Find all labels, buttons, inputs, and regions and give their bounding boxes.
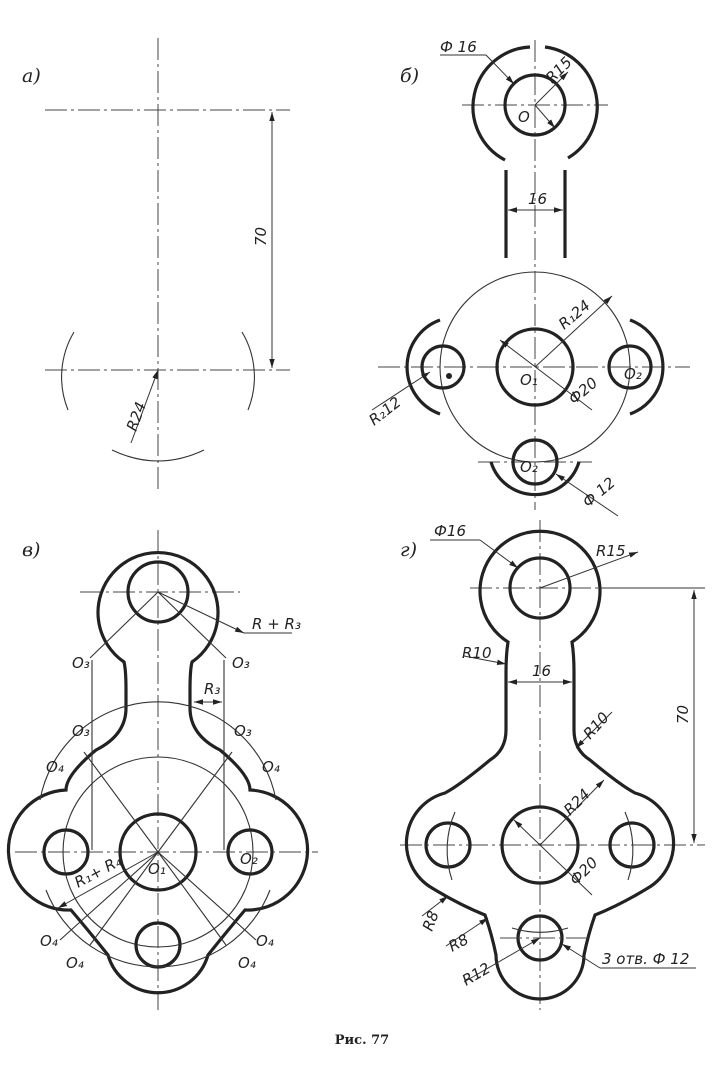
panel-a-dim-70: 70 [252,227,270,246]
panel-c-main-circle [62,756,254,948]
panel-b-r124: R₁24 [555,296,594,333]
panel-c-label-r3: R₃ [204,680,220,698]
panel-d-r12-arrow [463,937,541,983]
panel-c-main-hole [118,812,198,892]
panel-b-center-o2-bottom: O₂ [520,458,538,476]
panel-b-dia16-arrow [485,54,515,85]
panel-d: г) Ф16 R15 R10 16 R10 70 R24 Ф20 R8 [400,520,705,1010]
panel-c-center-o1: O₁ [148,860,166,878]
panel-d-top-hole [508,556,572,620]
panel-b-center-o2-right: O₂ [624,365,642,383]
panel-c-construction-rays [39,591,277,968]
panel-d-r15-arrow [539,551,639,589]
panel-a-arc-right [241,331,255,411]
panel-d-left-hole [424,821,472,869]
panel-c-label-rr3: R + R₃ [252,615,301,633]
panel-d-pcd-arc-bottom [511,927,569,933]
panel-c-r1r4-arrow [57,851,159,909]
panel-d-main-hole [500,805,580,885]
panel-d-slot-width: 16 [532,662,551,680]
panel-c-right-hole [226,828,274,876]
panel-d-dia20: Ф20 [566,853,601,888]
panel-b-center-o1: O₁ [520,371,538,389]
panel-c-o3-b: O₃ [232,654,250,672]
panel-d-r10-left-arrow [463,655,507,665]
panel-b-r212: R₂12 [365,393,404,429]
panel-c-o4-d: O₄ [256,932,274,950]
panel-d-dim-70: 70 [674,705,692,724]
panel-d-holes-leader [561,943,601,969]
panel-b-bottom-hole [511,438,559,486]
panel-a-radius-label: R24 [123,399,150,433]
panel-d-r8-b: R8 [445,930,471,955]
panel-c-o4-b: O₄ [262,758,280,776]
panel-c: в) R + R₃ R₃ O₃ [6,530,318,1010]
panel-c-center-o2: O₂ [240,850,258,868]
panel-b-r15-arrow [534,71,569,106]
panel-b-main-circle-r24 [439,271,631,463]
panel-c-o3-c: O₃ [72,722,90,740]
panel-b-dia20-arrow [499,339,593,411]
panel-b-right-hole [607,344,653,390]
panel-b-dia16: Ф 16 [440,38,477,56]
panel-c-o4-a: O₄ [46,758,64,776]
panel-b: б) Ф 16 R15 O 16 R₁24 O₁ Ф20 R₂12 [365,38,690,517]
panel-d-r15: R15 [596,542,626,560]
panel-d-r10-right: R10 [580,709,613,743]
panel-d-holes-note: 3 отв. Ф 12 [602,950,689,968]
panel-a: а) 70 R24 [22,38,290,490]
panel-c-label: в) [22,539,40,561]
panel-b-left-center-dot [446,373,452,379]
panel-a-label: а) [22,65,41,87]
panel-b-o-arrow [534,104,556,129]
panel-a-arc-bottom [111,449,205,462]
panel-d-dia16-arrow [479,539,519,569]
panel-d-r8a-arrow [421,895,449,917]
panel-b-dia12: Ф 12 [579,474,619,511]
panel-d-r24: R24 [560,785,594,819]
panel-b-top-outer-arc-left [471,45,531,162]
panel-b-bottom-arc [489,461,581,497]
panel-c-rr3-arrow [157,591,245,634]
panel-b-top-hole [503,73,567,137]
panel-c-top-hole [126,560,190,624]
panel-d-label: г) [400,539,417,561]
panel-b-left-arc [405,318,441,416]
panel-b-r212-leader [371,371,431,411]
panel-d-r8b-arrow [445,917,489,947]
panel-d-pcd-arc-right [624,811,634,881]
panel-d-r24-arrow [539,779,605,846]
figure-caption: Рис. 77 [335,1033,389,1048]
panel-b-right-arc [629,318,665,416]
panel-c-o4-c: O₄ [40,932,58,950]
panel-d-r10-left: R10 [462,644,492,662]
panel-a-arc-left [61,331,75,411]
panel-c-o3-d: O₃ [234,722,252,740]
panel-b-main-hole [495,327,575,407]
panel-b-dia12-arrow [555,473,619,517]
panel-b-left-hole [420,344,466,390]
panel-d-pcd-arc-left [446,811,456,881]
panel-d-outline [404,529,676,1001]
panel-b-slot-width: 16 [528,190,547,208]
panel-d-r12: R12 [459,959,494,989]
panel-a-radius-leader [130,369,159,444]
panel-d-dia20-arrow [513,819,593,896]
panel-d-r10-right-arrow [575,711,613,749]
panel-d-r8-a: R8 [419,908,443,933]
panel-c-left-hole [42,828,90,876]
panel-b-r124-arrow [534,295,613,368]
panel-c-o4-e: O₄ [66,954,84,972]
panel-c-outline [6,550,310,995]
panel-c-o3-a: O₃ [72,654,90,672]
panel-b-top-outer-arc-right [544,45,599,160]
panel-c-o4-f: O₄ [238,954,256,972]
panel-b-center-o: O [518,108,530,126]
panel-b-label: б) [400,65,419,87]
panel-d-dia16: Ф16 [434,522,466,540]
panel-d-right-hole [608,821,656,869]
